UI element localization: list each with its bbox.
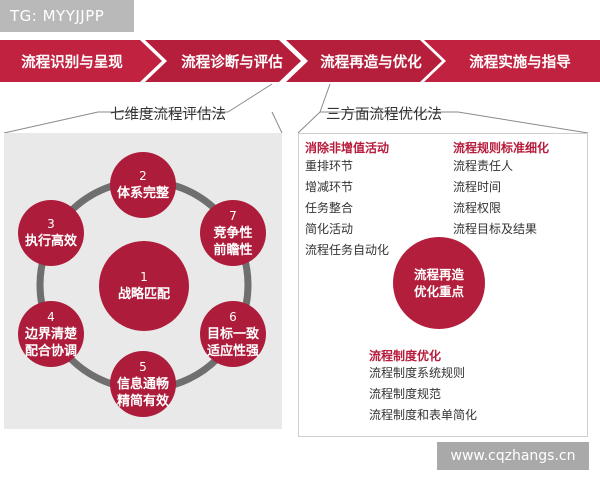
node-efficient-exec: 3 执行高效	[18, 200, 84, 266]
group-eliminate-list: 重排环节 增减环节 任务整合 简化活动 流程任务自动化	[305, 156, 389, 261]
node-boundary-clear: 4 边界清楚 配合协调	[18, 301, 84, 367]
list-item: 简化活动	[305, 222, 354, 236]
list-item: 流程权限	[453, 201, 502, 215]
list-item: 流程责任人	[453, 159, 514, 173]
list-item: 流程目标及结果	[453, 222, 538, 236]
group-system-list: 流程制度系统规则 流程制度规范 流程制度和表单简化	[369, 363, 477, 426]
right-method-title: 三方面流程优化法	[326, 107, 442, 123]
group-system-heading: 流程制度优化	[369, 349, 442, 363]
step-identify: 流程识别与呈现	[0, 40, 162, 82]
site-url-label: www.cqzhangs.cn	[437, 442, 589, 470]
step-reengineer: 流程再造与优化	[286, 40, 442, 82]
list-item: 重排环节	[305, 159, 354, 173]
node-goal-consistent: 6 目标一致 适应性强	[200, 301, 266, 367]
list-item: 流程时间	[453, 180, 502, 194]
node-strategy-match: 1 战略匹配	[99, 241, 189, 331]
watermark-label: TG: MYYJJPP	[0, 0, 134, 32]
step-diagnose: 流程诊断与评估	[145, 40, 301, 82]
list-item: 流程任务自动化	[305, 243, 390, 257]
three-aspect-panel: 消除非增值活动 重排环节 增减环节 任务整合 简化活动 流程任务自动化 流程规则…	[298, 133, 588, 437]
list-item: 增减环节	[305, 180, 354, 194]
node-system-complete: 2 体系完整	[110, 152, 176, 218]
list-item: 任务整合	[305, 201, 354, 215]
group-rules-list: 流程责任人 流程时间 流程权限 流程目标及结果	[453, 156, 537, 240]
group-rules-heading: 流程规则标准细化	[453, 141, 550, 155]
step-implement: 流程实施与指导	[424, 40, 600, 82]
left-method-title: 七维度流程评估法	[110, 107, 226, 123]
node-competitive: 7 竞争性 前瞻性	[200, 200, 266, 266]
process-chevron-bar: 流程识别与呈现 流程诊断与评估 流程再造与优化 流程实施与指导	[0, 40, 600, 82]
seven-dimension-panel: 1 战略匹配 2 体系完整 7 竞争性 前瞻性 6 目标一致 适应性强 5 信息…	[4, 133, 282, 429]
node-info-flow: 5 信息通畅 精简有效	[110, 351, 176, 417]
list-item: 流程制度和表单简化	[369, 408, 478, 422]
list-item: 流程制度系统规则	[369, 366, 466, 380]
list-item: 流程制度规范	[369, 387, 442, 401]
group-eliminate-heading: 消除非增值活动	[305, 141, 390, 155]
optimization-core: 流程再造 优化重点	[393, 237, 485, 329]
